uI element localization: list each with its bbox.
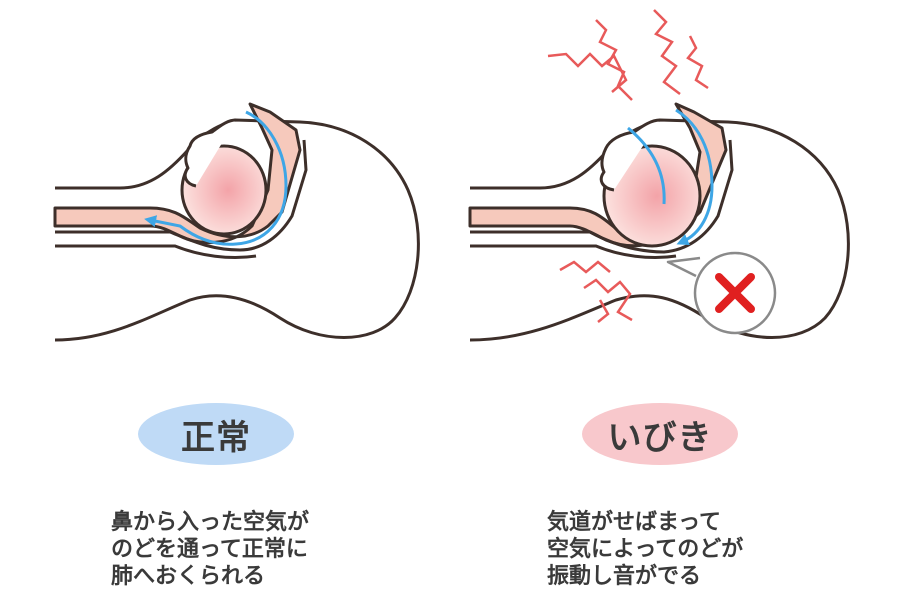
normal-windpipe-lower: [55, 139, 308, 252]
snoring-head-illustration: [468, 102, 850, 342]
normal-description-line: 肺へおくられる: [111, 564, 266, 589]
normal-label: 正常: [181, 417, 251, 458]
snoring-description-line: 気道がせばまって: [547, 510, 722, 535]
normal-label-badge: 正常: [138, 403, 294, 465]
airflow-arrow-icon: [144, 110, 288, 246]
restricted-airflow-icon: [675, 108, 714, 246]
normal-description: 鼻から入った空気が のどを通って正常に 肺へおくられる: [111, 509, 309, 590]
vibration-lines-icon: [547, 9, 709, 323]
snoring-label: いびき: [607, 417, 713, 458]
normal-nose-lips: [183, 118, 237, 188]
snoring-tongue: [602, 144, 702, 248]
snoring-nose-lips: [599, 118, 661, 192]
normal-description-line: のどを通って正常に: [111, 537, 308, 562]
snoring-description-line: 空気によってのどが: [547, 537, 744, 562]
snoring-label-badge: いびき: [582, 403, 738, 465]
normal-head-illustration: [53, 102, 420, 342]
cross-mark-icon: [715, 273, 755, 313]
snoring-description-line: 振動し音がでる: [547, 564, 702, 589]
blocked-bubble: [666, 251, 777, 335]
normal-description-line: 鼻から入った空気が: [111, 510, 310, 535]
snoring-description: 気道がせばまって 空気によってのどが 振動し音がでる: [547, 509, 743, 590]
